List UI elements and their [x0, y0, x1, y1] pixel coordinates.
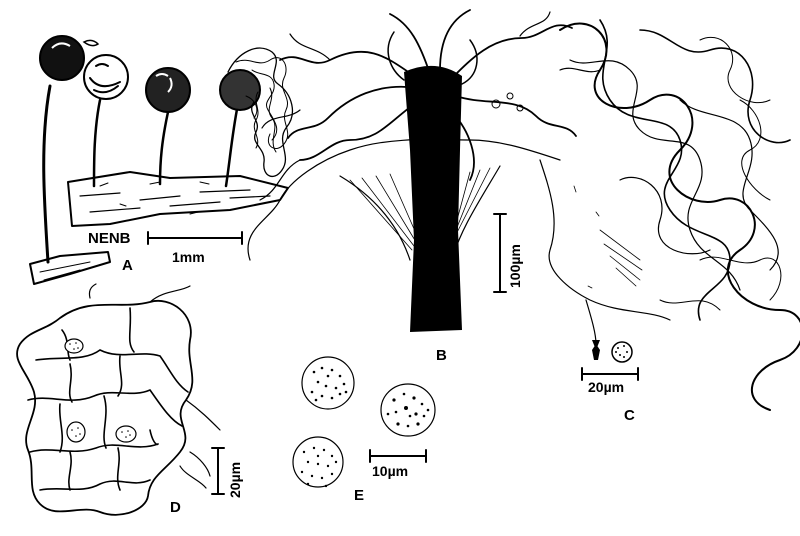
panel-e-drawing [292, 356, 436, 488]
scale-bar-c-label: 20µm [588, 379, 624, 395]
panel-c-drawing [539, 19, 800, 411]
panel-a-drawing [29, 35, 294, 285]
scale-bar-d-label: 20µm [227, 462, 243, 498]
scale-bar-c [581, 367, 639, 381]
scale-bar-e-label: 10µm [372, 463, 408, 479]
panel-e-label: E [354, 487, 364, 504]
scale-bar-d [211, 447, 225, 495]
scale-bar-a [147, 231, 243, 245]
panel-d-label: D [170, 499, 181, 516]
specimen-tag-text: NENB [88, 230, 131, 247]
panel-c-label: C [624, 407, 635, 424]
scale-bar-a-label: 1mm [172, 249, 205, 265]
panel-a-label: A [122, 257, 133, 274]
scale-bar-b-label: 100µm [507, 244, 523, 288]
panel-d-drawing [16, 283, 221, 516]
panel-b-label: B [436, 347, 447, 364]
scale-bar-b [493, 213, 507, 293]
panel-b-drawing [247, 9, 601, 332]
scale-bar-e [369, 449, 427, 463]
